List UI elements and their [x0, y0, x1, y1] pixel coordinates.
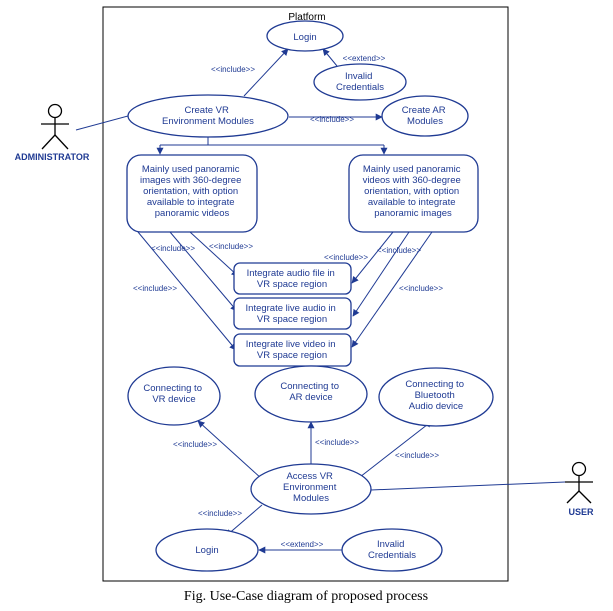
figure-caption: Fig. Use-Case diagram of proposed proces… — [184, 589, 428, 604]
videos-to-live-video — [351, 231, 433, 348]
use-case-connect-ar — [254, 365, 368, 423]
include-label-connect-vr: <<include>> — [173, 440, 217, 449]
user-actor — [565, 461, 593, 504]
use-case-create-vr — [127, 94, 289, 138]
access-to-connect-bt — [359, 420, 433, 478]
access-vr-label: Access VR Environment Modules — [283, 471, 339, 504]
include-label-videos-1: <<include>> — [324, 253, 368, 262]
include-label-login-bottom: <<include>> — [198, 509, 242, 518]
use-case-login-bottom — [155, 528, 259, 572]
user-association — [370, 481, 566, 491]
include-label-connect-bt: <<include>> — [395, 451, 439, 460]
connect-bt-label: Connecting to Bluetooth Audio device — [405, 379, 466, 412]
invalid-top-label: Invalid Credentials — [336, 71, 384, 93]
system-title: Platform — [288, 12, 325, 23]
images-to-live-audio — [169, 231, 238, 312]
integrate-live-video-label: Integrate live video in VR space region — [246, 339, 338, 361]
connect-vr-label: Connecting to VR device — [143, 383, 204, 405]
videos-to-live-audio — [352, 231, 410, 317]
administrator-label: ADMINISTRATOR — [15, 152, 90, 162]
connect-ar-label: Connecting to AR device — [280, 381, 341, 403]
invalid-to-login — [322, 48, 338, 67]
use-case-connect-vr — [127, 366, 221, 426]
system-boundary — [102, 6, 509, 582]
use-case-invalid-credentials-bottom — [341, 528, 443, 572]
use-case-integrate-live-audio — [233, 297, 352, 330]
admin-association — [75, 115, 129, 131]
panoramic-images-label: Mainly used panoramic images with 360-de… — [140, 164, 244, 219]
images-to-live-video — [137, 231, 237, 351]
panoramic-videos-label: Mainly used panoramic videos with 360-de… — [363, 164, 464, 219]
integrate-audio-label: Integrate audio file in VR space region — [247, 268, 338, 290]
include-label-images-2: <<include>> — [209, 242, 253, 251]
use-case-integrate-audio — [233, 262, 352, 295]
videos-to-audio — [351, 231, 394, 284]
include-label-create-login: <<include>> — [211, 65, 255, 74]
use-case-create-ar — [381, 95, 469, 137]
include-label-images-3: <<include>> — [133, 284, 177, 293]
create-vr-to-login — [243, 48, 289, 97]
images-to-audio — [189, 231, 239, 277]
login-bottom-label: Login — [195, 545, 218, 556]
invalid-bottom-label: Invalid Credentials — [368, 539, 416, 561]
administrator-actor — [41, 103, 69, 150]
include-label-videos-2: <<include>> — [377, 246, 421, 255]
use-case-connect-bt — [378, 367, 494, 427]
extend-label-bottom: <<extend>> — [281, 540, 324, 549]
create-vr-label: Create VR Environment Modules — [162, 105, 254, 127]
use-case-integrate-live-video — [233, 333, 352, 367]
create-ar-label: Create AR Modules — [402, 105, 448, 127]
user-label: USER — [568, 507, 594, 517]
include-label-images-1: <<include>> — [151, 244, 195, 253]
use-case-login-top — [266, 20, 344, 52]
use-case-panoramic-videos — [348, 154, 479, 233]
access-to-login — [225, 504, 263, 537]
extend-label-top: <<extend>> — [343, 54, 386, 63]
login-top-label: Login — [293, 32, 316, 43]
integrate-live-audio-label: Integrate live audio in VR space region — [246, 303, 339, 325]
include-label-connect-ar: <<include>> — [315, 438, 359, 447]
use-case-panoramic-images — [126, 154, 258, 233]
use-case-invalid-credentials-top — [313, 63, 407, 101]
use-case-access-vr — [250, 463, 372, 515]
access-to-connect-vr — [197, 420, 263, 480]
include-label-create-ar: <<include>> — [310, 115, 354, 124]
include-label-videos-3: <<include>> — [399, 284, 443, 293]
